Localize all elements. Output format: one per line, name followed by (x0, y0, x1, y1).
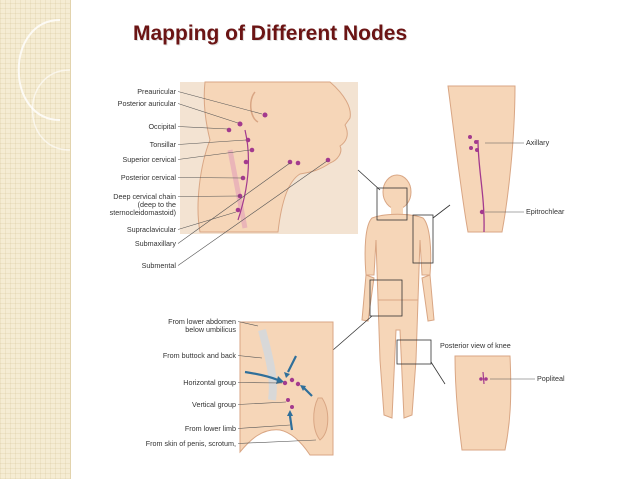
head-node-label: Submaxillary (135, 239, 177, 248)
label-axillary: Axillary (526, 138, 550, 147)
groin-node-leader-line (237, 321, 259, 327)
knee-illustration (454, 355, 512, 451)
head-node-label: Posterior auricular (118, 99, 177, 108)
sternocleidomastoid-muscle (227, 149, 248, 229)
figure-torso (364, 213, 432, 301)
head-node-label: Superior cervical (122, 155, 176, 164)
slide-title: Mapping of Different Nodes (133, 22, 408, 45)
popliteal-node-dots (479, 377, 488, 381)
arm-panel: Axillary Epitrochlear (447, 85, 565, 233)
head-node-leader-line (177, 91, 263, 115)
axillary-node-dots (468, 135, 485, 215)
head-node-label: sternocleidomastoid) (110, 208, 176, 217)
figure-legs (377, 299, 419, 419)
callout-box-knee (396, 339, 432, 365)
figure-right-arm (421, 274, 435, 322)
callout-box-groin (369, 279, 403, 317)
popliteal-vessel (482, 371, 485, 385)
label-epitrochlear: Epitrochlear (526, 207, 565, 216)
arrow-heads (276, 372, 306, 416)
groin-node-label: From lower limb (185, 424, 236, 433)
lymph-flow-arrows (244, 355, 313, 431)
head-node-leader-line (177, 160, 328, 266)
groin-leader-lines (237, 321, 317, 444)
head-node-label: Preauricular (137, 87, 176, 96)
figure-callout-boxes (369, 187, 434, 365)
groin-node-leader-line (237, 355, 263, 359)
callout-box-neck (376, 187, 408, 221)
head-node-leader-line (177, 149, 251, 160)
head-node-label: (deep to the (138, 200, 176, 209)
head-node-label: Occipital (148, 122, 176, 131)
head-node-label: Posterior cervical (121, 173, 177, 182)
groin-node-leader-line (237, 439, 317, 444)
callout-box-arm (412, 214, 434, 264)
head-node-label: Tonsillar (150, 140, 177, 149)
groin-node-label: From lower abdomen (168, 317, 236, 326)
groin-node-leader-line (237, 401, 287, 405)
figure-connector-lines (332, 169, 451, 385)
decorative-swirl (17, 19, 71, 151)
head-node-leader-line (177, 211, 237, 230)
head-node-label: Supraclavicular (127, 225, 177, 234)
groin-node-label: below umbilicus (185, 325, 236, 334)
groin-panel (239, 321, 334, 456)
figure-left-arm (361, 274, 375, 322)
head-leader-lines (177, 91, 328, 266)
groin-node-leader-line (237, 382, 283, 384)
knee-panel-caption: Posterior view of knee (440, 341, 511, 350)
head-node-label: Deep cervical chain (113, 192, 176, 201)
groin-node-label: From buttock and back (163, 351, 237, 360)
groin-node-label: Vertical group (192, 400, 236, 409)
groin-node-label: From skin of penis, scrotum, (146, 439, 236, 448)
head-node-leader-line (177, 103, 239, 124)
head-node-leader-line (177, 177, 243, 179)
head-node-leader-line (177, 195, 241, 197)
head-node-leader-line (177, 139, 247, 145)
body-figure (361, 174, 435, 419)
head-node-leader-line (177, 126, 229, 130)
groin-node-leader-line (237, 424, 291, 429)
label-popliteal: Popliteal (537, 374, 565, 383)
genital-outline (313, 397, 329, 441)
decorative-side-band (0, 0, 71, 479)
ear-outline (250, 91, 259, 123)
head-node-label: Submental (142, 261, 177, 270)
knee-panel: Posterior view of knee Popliteal (440, 341, 565, 451)
inguinal-ligament (258, 328, 277, 401)
head-node-leader-line (177, 162, 291, 244)
arm-illustration (447, 85, 516, 233)
groin-node-label: Horizontal group (183, 378, 236, 387)
head-neck-panel (180, 81, 358, 234)
